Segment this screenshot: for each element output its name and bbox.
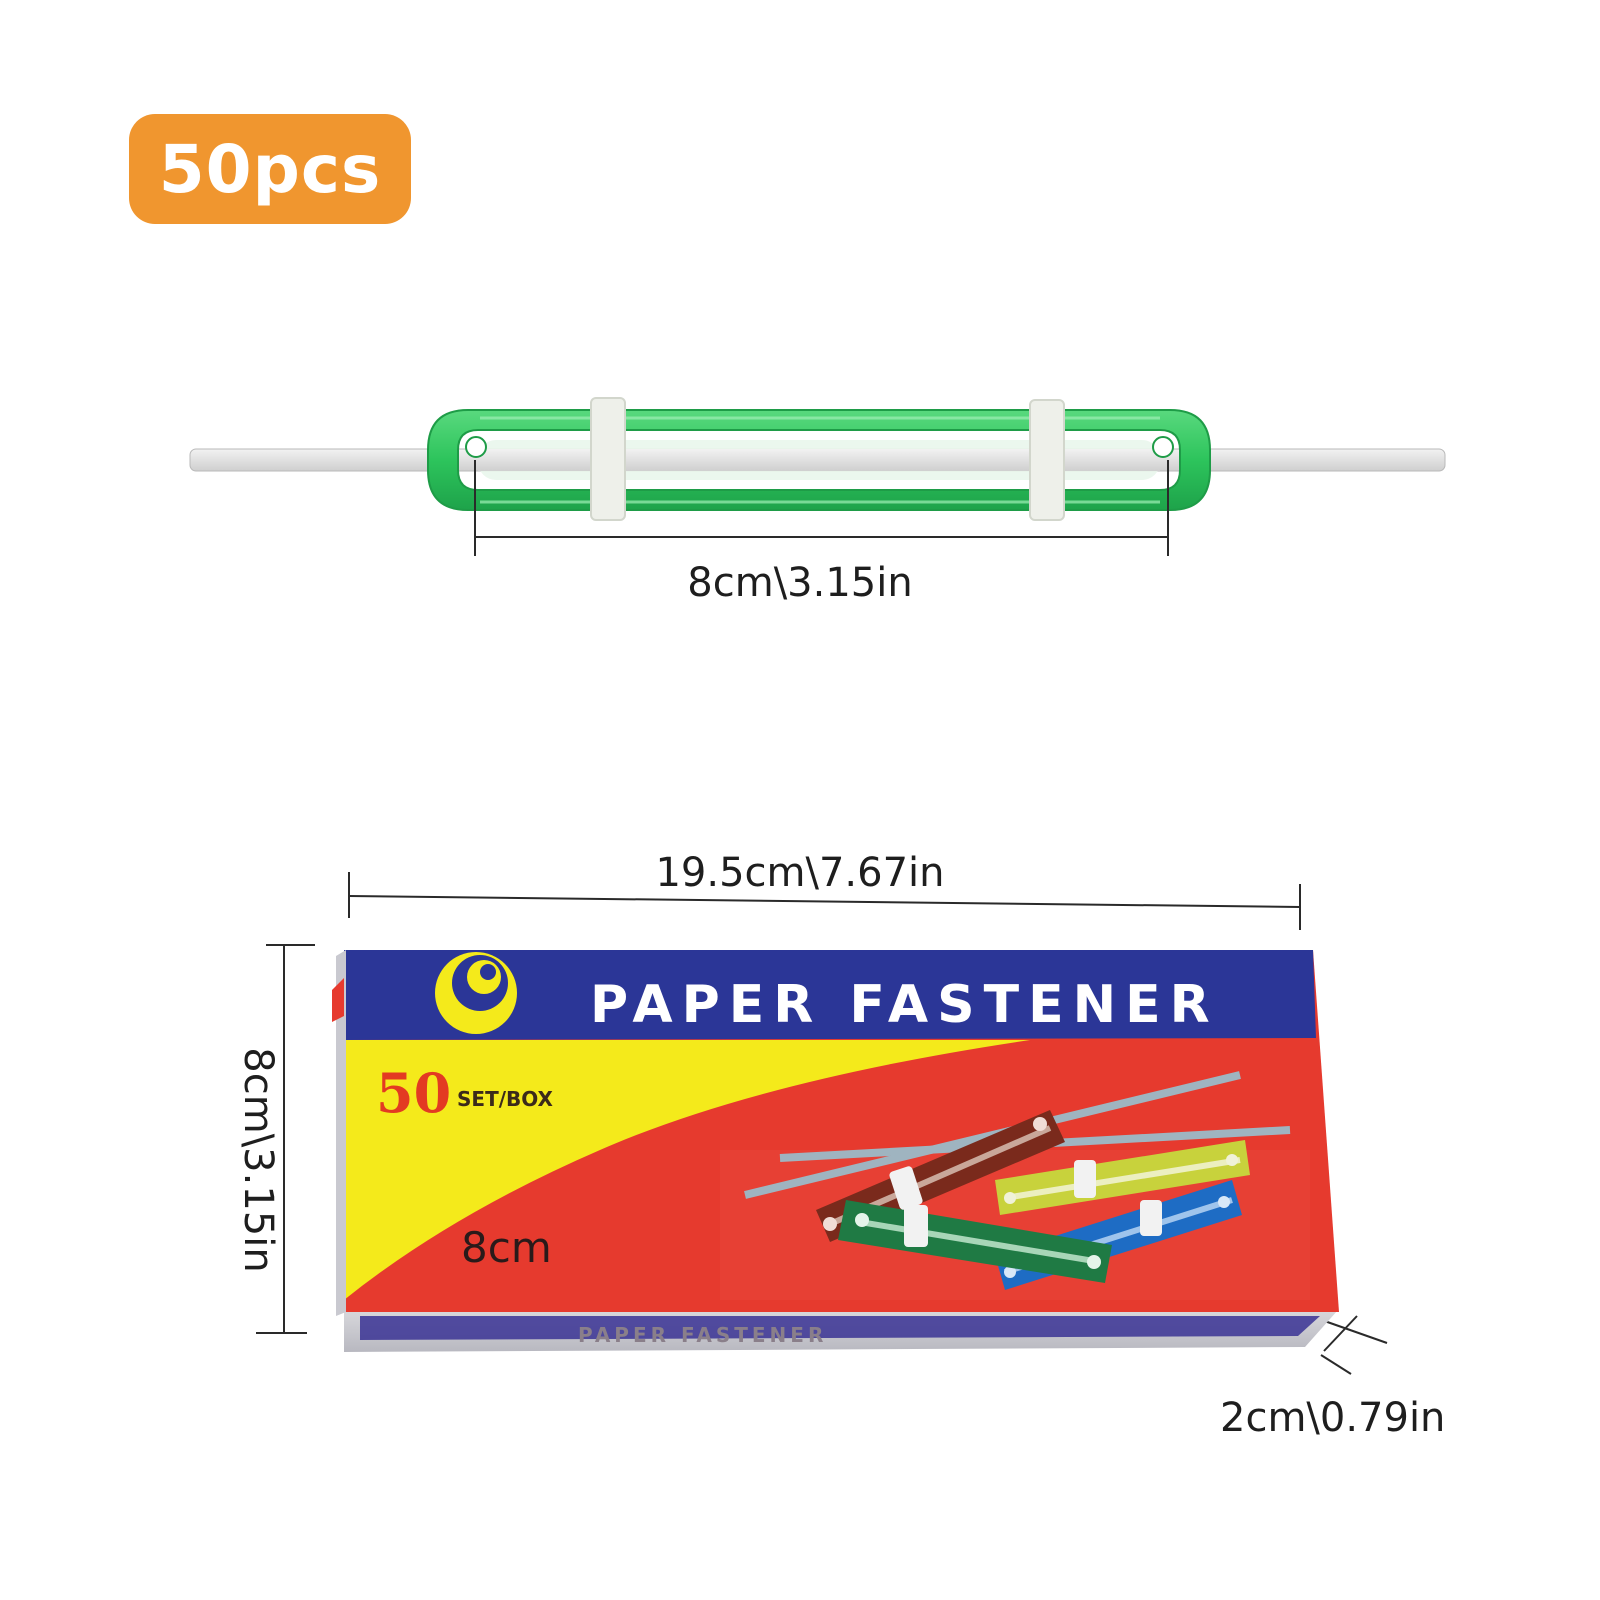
box-depth-dimension [1315, 1315, 1388, 1375]
quantity-badge: 50pcs [129, 114, 411, 224]
quantity-badge-label: 50pcs [158, 130, 382, 208]
paper-fastener [189, 397, 1446, 521]
box-logo [435, 952, 517, 1034]
product-box: PAPER FASTENER 50 SET/BOX 8cm PAPER FAST… [332, 950, 1339, 1352]
box-size: 8cm [461, 1223, 552, 1272]
fastener-slider-left [590, 397, 626, 521]
fastener-hole-right [1152, 436, 1174, 458]
fastener-length-label: 8cm\3.15in [687, 560, 913, 606]
box-top-band [344, 950, 1316, 1040]
box-count-unit: SET/BOX [457, 1087, 554, 1111]
box-title: PAPER FASTENER [590, 975, 1219, 1035]
yellow-fastener [995, 1140, 1250, 1215]
box-yellow-swoosh [344, 1040, 1030, 1300]
box-width-dimension [348, 872, 1301, 930]
box-depth-label: 2cm\0.79in [1220, 1395, 1446, 1441]
fastener-length-dimension [474, 460, 1169, 556]
fastener-hole-left [465, 436, 487, 458]
box-fastener-illustration [720, 1071, 1310, 1300]
box-height-label: 8cm\3.15in [235, 1047, 281, 1273]
box-width-label: 19.5cm\7.67in [655, 850, 945, 896]
fastener-base [427, 409, 1211, 511]
box-count: 50 [376, 1061, 451, 1125]
box-height-dimension [256, 944, 315, 1334]
box-bottom-text: PAPER FASTENER [578, 1323, 827, 1347]
fastener-slider-right [1029, 399, 1065, 521]
